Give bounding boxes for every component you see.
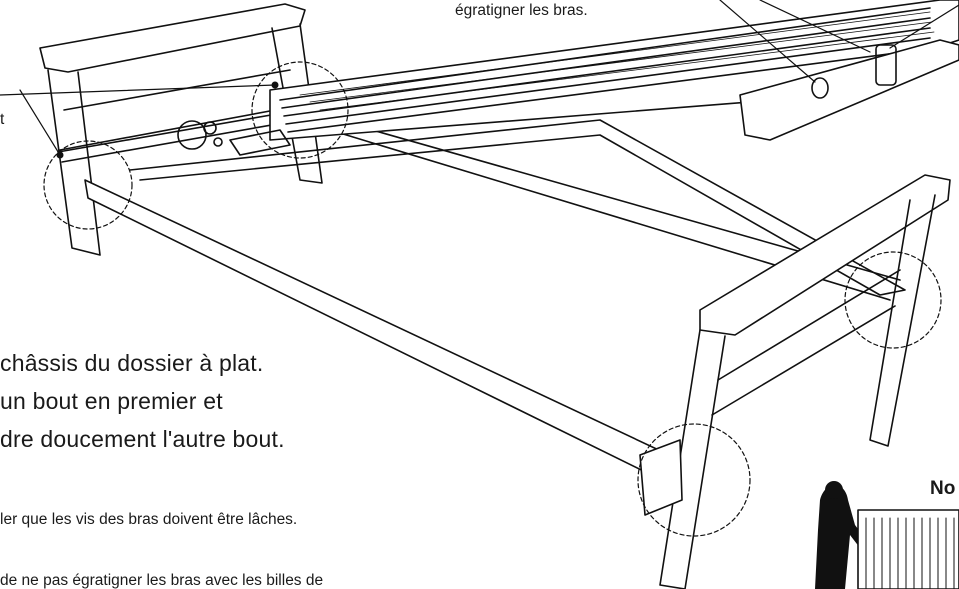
right-arm <box>639 174 951 589</box>
instruction-line-2: un bout en premier et <box>0 388 223 414</box>
instruction-line-3: dre doucement l'autre bout. <box>0 426 285 452</box>
inset-header: No <box>930 478 956 499</box>
note-1: ler que les vis des bras doivent être lâ… <box>0 511 298 528</box>
leader-lines <box>0 0 959 156</box>
inspection-circles <box>43 61 942 537</box>
callout-left: t <box>0 111 5 128</box>
callout-top-right: égratigner les bras. <box>455 2 588 19</box>
instruction-line-1: châssis du dossier à plat. <box>0 350 264 376</box>
inset-graphic <box>815 481 959 589</box>
note-2: de ne pas égratigner les bras avec les b… <box>0 572 324 589</box>
seat-deck <box>177 0 959 156</box>
